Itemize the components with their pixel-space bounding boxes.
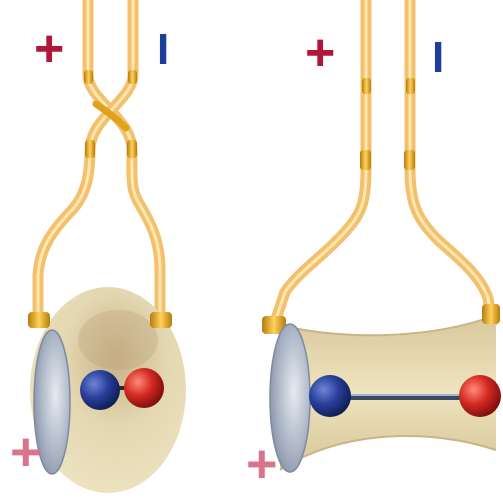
wire-clip-icon [128,70,137,84]
red-atom [124,368,164,408]
torus-shadow [78,310,158,370]
electrode-clip-icon [150,312,172,328]
wire-clip-icon [127,140,137,158]
blue-atom [309,375,351,417]
wire-clip-icon [362,78,371,94]
plus-sign-top-right: + [305,24,335,82]
blue-atom [80,370,120,410]
minus-sign-top-left: I [157,25,169,74]
wire-clip-icon [84,70,93,84]
red-atom [459,375,501,417]
wire-clip-icon [360,150,371,170]
left-panel: + I + [10,0,186,493]
plus-sign-bottom-right: + [246,434,278,494]
minus-sign-top-right: I [432,33,444,82]
wire-clip-icon [404,150,415,170]
wire-clip-icon [406,78,415,94]
wire-clip-icon [85,140,95,158]
plus-sign-top-left: + [34,20,64,78]
plus-sign-bottom-left: + [10,422,42,482]
right-panel: + I + [246,0,501,494]
electrode-clip-icon [28,312,50,328]
electrode-clip-icon [482,304,500,324]
